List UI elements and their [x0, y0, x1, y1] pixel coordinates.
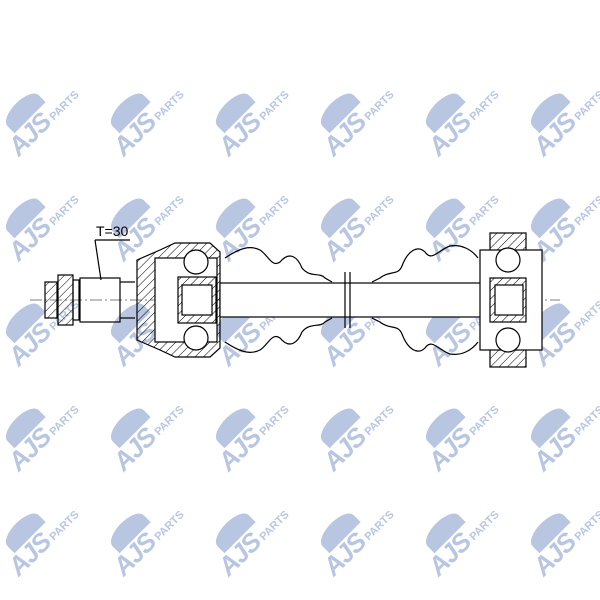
dimension-label: T=30: [96, 223, 129, 239]
shaft: [219, 282, 491, 318]
right-cv-joint: [479, 232, 543, 368]
left-stub: [44, 274, 135, 326]
left-boot: [224, 247, 333, 283]
left-cv-joint: [136, 242, 221, 358]
